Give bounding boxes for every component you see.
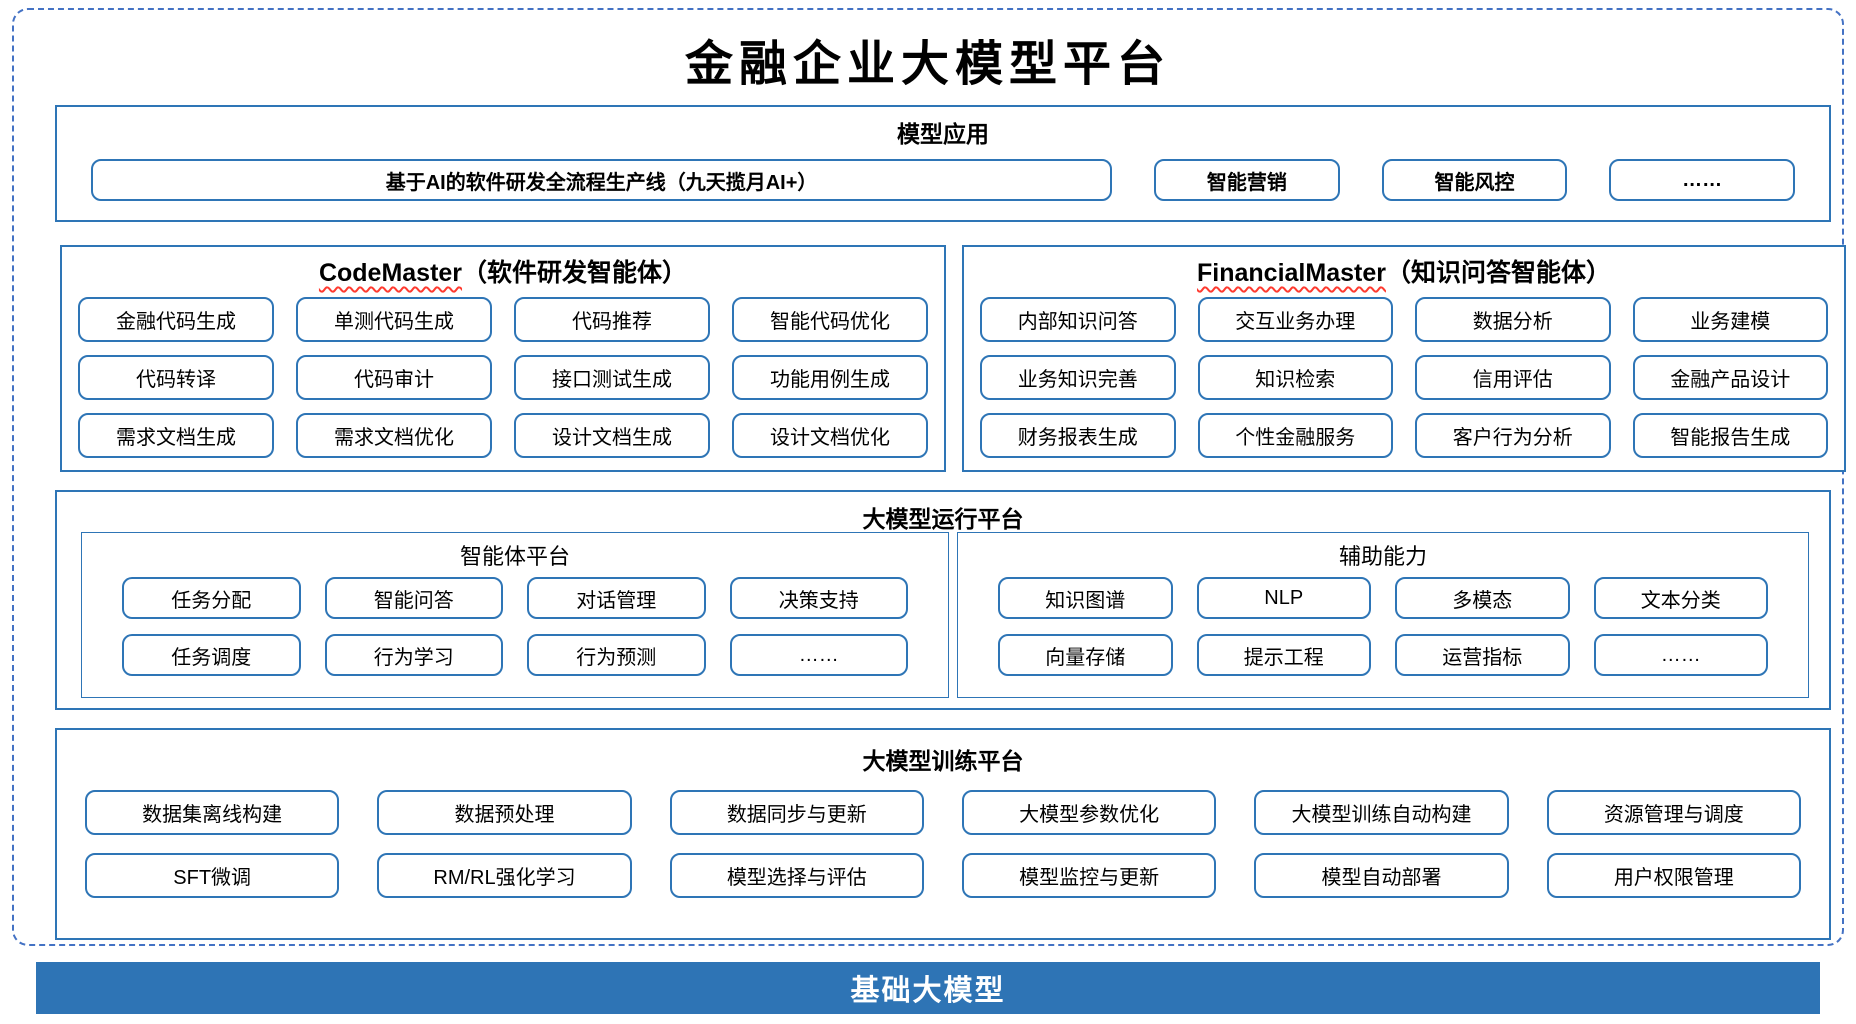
- capability-box: ……: [729, 634, 908, 676]
- aux-capability-header: 辅助能力: [1338, 544, 1427, 569]
- capability-box: 数据分析: [1415, 297, 1611, 342]
- capability-box: 运营指标: [1395, 634, 1570, 676]
- financialmaster-grid: 内部知识问答 交互业务办理 数据分析 业务建模 业务知识完善 知识检索 信用评估…: [964, 291, 1844, 458]
- training-platform-header: 大模型训练平台: [862, 748, 1024, 774]
- financialmaster-title: FinancialMaster（知识问答智能体）: [964, 247, 1844, 291]
- capability-box: 交互业务办理: [1197, 297, 1393, 342]
- foundation-model-label: 基础大模型: [850, 975, 1006, 1007]
- foundation-model-bar: 基础大模型: [36, 962, 1820, 1014]
- capability-box: 模型选择与评估: [669, 853, 924, 898]
- financialmaster-panel: FinancialMaster（知识问答智能体） 内部知识问答 交互业务办理 数…: [962, 245, 1846, 472]
- capability-box: 代码推荐: [514, 297, 710, 342]
- capability-box: 代码转译: [78, 355, 274, 400]
- capability-box: 数据同步与更新: [669, 790, 924, 835]
- financialmaster-title-en: FinancialMaster: [1197, 259, 1386, 287]
- training-platform-grid: 数据集离线构建 数据预处理 数据同步与更新 大模型参数优化 大模型训练自动构建 …: [57, 776, 1829, 898]
- capability-box: 内部知识问答: [980, 297, 1176, 342]
- model-application-section: 模型应用 基于AI的软件研发全流程生产线（九天揽月AI+） 智能营销 智能风控 …: [55, 105, 1831, 222]
- capability-box: 资源管理与调度: [1546, 790, 1801, 835]
- capability-box: SFT微调: [85, 853, 340, 898]
- capability-box: 文本分类: [1593, 577, 1768, 619]
- capability-box: 智能营销: [1154, 159, 1340, 201]
- capability-box: 用户权限管理: [1546, 853, 1801, 898]
- capability-box: 金融产品设计: [1632, 355, 1828, 400]
- capability-box: 决策支持: [729, 577, 908, 619]
- capability-box: 数据预处理: [377, 790, 632, 835]
- capability-box: 信用评估: [1415, 355, 1611, 400]
- capability-box: ……: [1609, 159, 1795, 201]
- capability-box: 代码审计: [296, 355, 492, 400]
- capability-box: 智能问答: [324, 577, 503, 619]
- capability-box: 业务建模: [1632, 297, 1828, 342]
- codemaster-title-en: CodeMaster: [318, 259, 463, 287]
- capability-box: ……: [1593, 634, 1768, 676]
- capability-box: 接口测试生成: [514, 355, 710, 400]
- capability-box: 功能用例生成: [732, 355, 928, 400]
- training-platform-section: 大模型训练平台 数据集离线构建 数据预处理 数据同步与更新 大模型参数优化 大模…: [55, 728, 1831, 940]
- capability-box: NLP: [1196, 577, 1371, 619]
- capability-box: 需求文档优化: [296, 413, 492, 458]
- capability-box: RM/RL强化学习: [377, 853, 632, 898]
- capability-box: 模型自动部署: [1254, 853, 1509, 898]
- codemaster-title-zh: （软件研发智能体）: [462, 259, 688, 287]
- capability-box: 知识图谱: [998, 577, 1173, 619]
- aux-capability-grid: 知识图谱 NLP 多模态 文本分类 向量存储 提示工程 运营指标 ……: [958, 575, 1808, 676]
- capability-box: 行为预测: [527, 634, 706, 676]
- model-application-row: 基于AI的软件研发全流程生产线（九天揽月AI+） 智能营销 智能风控 ……: [57, 149, 1829, 201]
- capability-box: 多模态: [1395, 577, 1570, 619]
- capability-box: 大模型训练自动构建: [1254, 790, 1509, 835]
- codemaster-panel: CodeMaster（软件研发智能体） 金融代码生成 单测代码生成 代码推荐 智…: [60, 245, 946, 472]
- capability-box: 个性金融服务: [1197, 413, 1393, 458]
- aux-capability-panel: 辅助能力 知识图谱 NLP 多模态 文本分类 向量存储 提示工程 运营指标 ……: [957, 532, 1809, 698]
- agent-platform-panel: 智能体平台 任务分配 智能问答 对话管理 决策支持 任务调度 行为学习 行为预测…: [81, 532, 949, 698]
- capability-box: 业务知识完善: [980, 355, 1176, 400]
- capability-box: 行为学习: [324, 634, 503, 676]
- codemaster-grid: 金融代码生成 单测代码生成 代码推荐 智能代码优化 代码转译 代码审计 接口测试…: [62, 291, 944, 458]
- runtime-platform-section: 大模型运行平台 智能体平台 任务分配 智能问答 对话管理 决策支持 任务调度 行…: [55, 490, 1831, 710]
- capability-box: 任务调度: [122, 634, 301, 676]
- capability-box: 智能代码优化: [732, 297, 928, 342]
- agent-platform-header: 智能体平台: [459, 544, 570, 569]
- capability-box: 提示工程: [1196, 634, 1371, 676]
- capability-box: 对话管理: [527, 577, 706, 619]
- codemaster-title: CodeMaster（软件研发智能体）: [62, 247, 944, 291]
- capability-box: 大模型参数优化: [961, 790, 1217, 835]
- runtime-platform-header: 大模型运行平台: [862, 506, 1024, 532]
- capability-box: 需求文档生成: [78, 413, 274, 458]
- financialmaster-title-zh: （知识问答智能体）: [1385, 259, 1611, 287]
- capability-box: 数据集离线构建: [85, 790, 340, 835]
- capability-box: 任务分配: [122, 577, 301, 619]
- capability-box: 客户行为分析: [1415, 413, 1611, 458]
- capability-box: 模型监控与更新: [961, 853, 1217, 898]
- model-application-header: 模型应用: [897, 121, 989, 147]
- capability-box: 财务报表生成: [980, 413, 1176, 458]
- capability-box: 设计文档生成: [514, 413, 710, 458]
- capability-box: 单测代码生成: [296, 297, 492, 342]
- capability-box: 智能风控: [1381, 159, 1568, 201]
- capability-box: 设计文档优化: [732, 413, 928, 458]
- capability-box: 知识检索: [1197, 355, 1393, 400]
- capability-box: 金融代码生成: [78, 297, 274, 342]
- agent-platform-grid: 任务分配 智能问答 对话管理 决策支持 任务调度 行为学习 行为预测 ……: [82, 575, 948, 676]
- outer-dashed-frame: [12, 8, 1844, 946]
- page-title: 金融企业大模型平台: [684, 38, 1171, 91]
- capability-box: 向量存储: [998, 634, 1173, 676]
- capability-box: 智能报告生成: [1632, 413, 1828, 458]
- capability-box: 基于AI的软件研发全流程生产线（九天揽月AI+）: [91, 159, 1113, 201]
